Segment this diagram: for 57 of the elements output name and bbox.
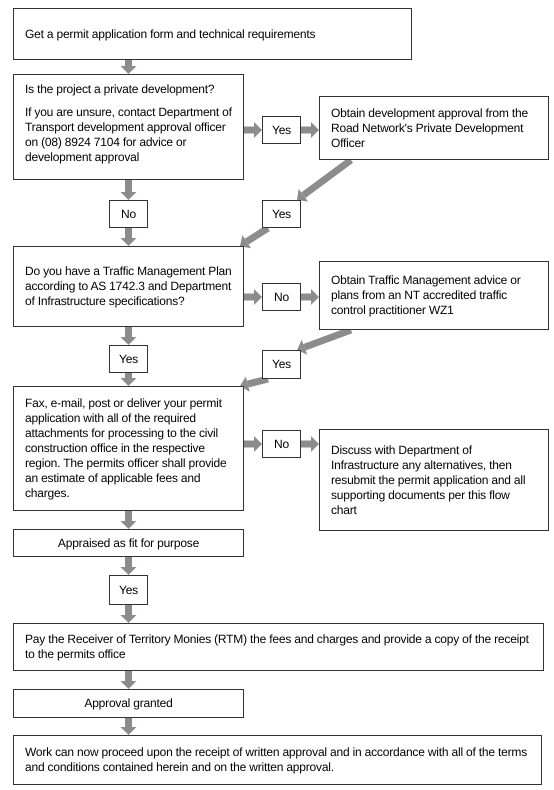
step-text: Approval granted xyxy=(84,696,173,711)
answer-box xyxy=(262,430,301,458)
question-text: Is the project a private development? xyxy=(25,82,216,97)
step-text: Pay the Receiver of Territory Monies (RTM) the fees and charges and provide a copy of the receipt to the permits office xyxy=(25,632,530,662)
arrow xyxy=(244,122,262,138)
step-text: Yes xyxy=(272,122,291,138)
arrow xyxy=(244,436,262,452)
step-text: No xyxy=(274,290,289,304)
step-text: Obtain Traffic Management advice or plans from an NT accredited traffic control practitioner WZ1 xyxy=(331,273,522,318)
arrow xyxy=(240,376,269,392)
answer-box xyxy=(109,575,148,605)
answer-box xyxy=(262,283,301,311)
arrow xyxy=(120,327,136,345)
process-box xyxy=(13,529,244,557)
process-box xyxy=(13,74,244,180)
answer-box xyxy=(109,200,148,228)
arrow xyxy=(301,436,319,452)
step-text: Yes xyxy=(272,206,291,222)
process-box xyxy=(13,735,542,785)
answer-box xyxy=(262,200,301,228)
answer-box xyxy=(262,350,301,379)
process-box xyxy=(319,429,549,531)
arrow xyxy=(120,605,136,623)
arrow xyxy=(120,718,136,735)
process-box xyxy=(13,689,244,718)
step-text: Yes xyxy=(119,582,138,598)
arrow xyxy=(120,228,136,246)
step-text: Appraised as fit for purpose xyxy=(58,536,200,550)
step-text: No xyxy=(121,206,136,222)
process-box xyxy=(319,261,549,330)
arrow xyxy=(244,289,262,305)
process-box xyxy=(13,623,544,671)
process-box xyxy=(13,246,244,327)
step-text: Discuss with Department of Infrastructure any alternatives, then resubmit the permit application and all supporting documents per this flow chart xyxy=(331,442,526,518)
step-text: Work can now proceed upon the receipt of written approval and in accordance with all of the terms and conditions contained herein and on the written approval. xyxy=(25,745,528,775)
step-text: If you are unsure, contact Department of Transport development approval officer on (08) 8924 7104 for advice or development approval xyxy=(25,105,232,165)
arrow xyxy=(120,671,136,689)
process-box xyxy=(13,386,244,511)
arrow xyxy=(120,511,136,529)
arrow xyxy=(120,180,136,200)
process-box xyxy=(13,8,412,60)
step-text: Yes xyxy=(119,352,138,366)
answer-box xyxy=(109,345,148,373)
step-text: No xyxy=(274,436,289,452)
arrow xyxy=(301,289,319,305)
answer-box xyxy=(262,116,301,144)
step-text: Obtain development approval from the Road Network's Private Development Officer xyxy=(331,106,529,150)
arrow xyxy=(120,60,136,74)
process-box xyxy=(319,96,549,160)
step-text: Get a permit application form and technical requirements xyxy=(25,26,316,42)
step-text: Yes xyxy=(272,357,291,372)
arrow xyxy=(120,557,136,575)
arrow xyxy=(120,373,136,386)
step-text: Do you have a Traffic Management Plan according to AS 1742.3 and Department of Infrastructure specifications? xyxy=(25,264,232,309)
step-text: Fax, e-mail, post or deliver your permit application with all of the required attachments for processing to the civil construction office in the respective region. The permits officer shall provide an estimate of applicable fees and charges. xyxy=(25,396,228,501)
arrow xyxy=(240,225,270,248)
arrow xyxy=(301,122,319,138)
